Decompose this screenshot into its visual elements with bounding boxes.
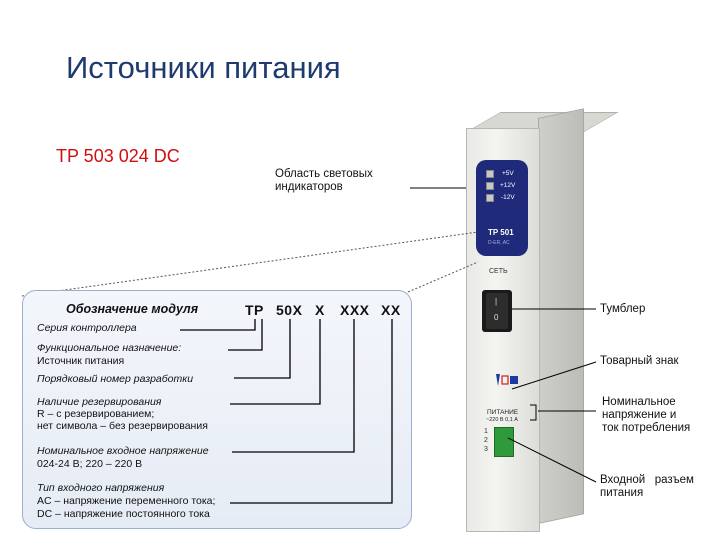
led-label: +5V [502,170,514,177]
pin-number: 2 [484,437,488,444]
item-voltage: Номинальное входное напряжение [37,445,209,457]
item-voltage-value: 024-24 В; 220 – 220 В [37,458,143,470]
item-redundancy-value: нет символа – без резервирования [37,420,208,432]
switch-rocker [486,293,508,329]
item-series: Серия контроллера [37,322,137,334]
callout-connector-line1: Входной разъем [600,474,694,486]
callout-rated-line3: ток потребления [602,422,691,434]
led-label: +12V [500,182,516,189]
callout-toggle: Тумблер [600,303,646,315]
designation-header: Обозначение модуля [66,302,199,316]
item-redundancy: Наличие резервирования [37,396,161,408]
led-indicator [486,194,494,202]
callout-connector-line2: питания [600,487,644,499]
power-rating: ~220 В 0,1 А [486,417,518,423]
item-type-value: AC – напряжение переменного тока; [37,495,216,507]
code-series: TP [245,302,264,318]
code-redundancy: X [315,302,325,318]
code-voltage: XXX [340,302,370,318]
switch-on-mark: | [495,297,498,306]
item-voltage-title: Номинальное входное напряжение [37,445,209,457]
item-type-title: Тип входного напряжения [37,482,165,494]
callout-rated-line2: напряжение и [602,409,677,421]
code-function: 50X [276,302,303,318]
item-number: Порядковый номер разработки [37,373,193,385]
item-function-title: Функциональное назначение: [37,342,182,354]
item-redundancy-title: Наличие резервирования [37,396,162,408]
callout-indicators-line2: индикаторов [275,181,343,193]
net-label: СЕТЬ [489,268,508,275]
power-connector[interactable] [494,427,514,457]
item-type-value: DC – напряжение постоянного тока [37,508,210,520]
item-number-title: Порядковый номер разработки [37,373,194,385]
callout-indicators-line1: Область световых [275,168,373,180]
module-sublabel: D-ER, AC [488,240,510,246]
module-label: TP 501 [488,228,514,237]
item-series-title: Серия контроллера [37,322,137,334]
pin-number: 3 [484,446,488,453]
led-label: -12V [501,194,515,201]
led-indicator [486,170,494,178]
item-redundancy-value: R – с резервированием; [37,408,155,420]
trademark-logo-icon [496,374,518,386]
model-label: TP 503 024 DC [56,146,180,166]
code-type: XX [381,302,401,318]
led-indicator [486,182,494,190]
page-title: Источники питания [66,50,341,85]
callout-trademark: Товарный знак [600,355,679,367]
item-function-value: Источник питания [37,355,125,367]
indicator-panel [476,160,528,256]
switch-off-mark: 0 [494,313,499,322]
item-function: Функциональное назначение: [37,342,181,354]
callout-rated-line1: Номинальное [602,396,676,408]
power-label: ПИТАНИЕ [487,409,519,416]
item-type: Тип входного напряжения [37,482,164,494]
pin-number: 1 [484,428,488,435]
